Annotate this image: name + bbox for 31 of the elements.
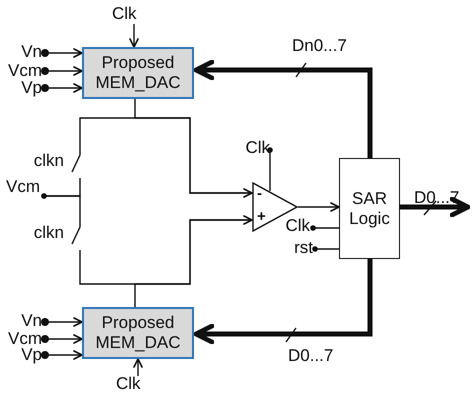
wire <box>79 117 252 194</box>
pin-label: Vp <box>12 78 42 98</box>
wire <box>310 225 339 231</box>
pin-label: Clk <box>238 138 270 160</box>
arrow <box>133 358 143 376</box>
input-sign: - <box>257 186 262 202</box>
arrow <box>134 99 253 198</box>
dac-block: Proposed MEM_DAC <box>82 307 194 359</box>
pin-label: Vn <box>12 42 42 62</box>
pin-label: rst <box>285 238 313 260</box>
bus-label: Dn0...7 <box>292 36 347 56</box>
pin-label: Vcm <box>6 177 46 197</box>
pin-label: Vn <box>12 311 42 331</box>
pin-label: Clk <box>112 4 148 26</box>
wire <box>312 246 339 252</box>
arrow <box>298 202 340 212</box>
wire <box>267 147 273 191</box>
logic-block: SAR Logic <box>339 158 400 259</box>
bus-arrow <box>194 60 372 158</box>
arrow <box>134 215 253 307</box>
bus-arrow <box>194 259 372 344</box>
pin-label: Vcm <box>2 61 42 81</box>
arrow <box>129 24 139 48</box>
switch-label: clkn <box>34 151 64 171</box>
input-sign: + <box>257 209 266 225</box>
pin-label: Clk <box>278 216 310 238</box>
dac-block: Proposed MEM_DAC <box>82 47 194 99</box>
switch-label: clkn <box>34 223 64 243</box>
bus-label: D0...7 <box>288 346 334 366</box>
wire <box>41 193 81 227</box>
pin-label: Clk <box>116 374 152 396</box>
